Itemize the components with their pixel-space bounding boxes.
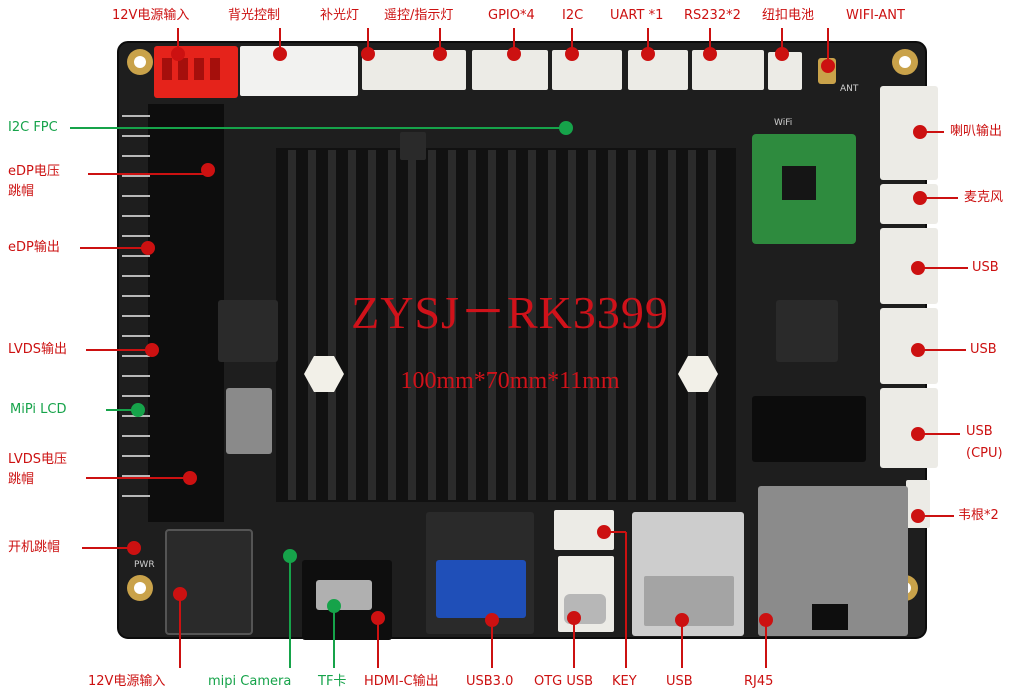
chips <box>218 132 866 462</box>
label-top-rs232: RS232*2 <box>684 8 741 23</box>
label-top-gpio: GPIO*4 <box>488 8 535 23</box>
label-left-lvds-jumper: 跳帽 <box>8 472 35 487</box>
board-title: ZYSJ－RK3399 <box>351 287 669 338</box>
label-right-usb-2: USB <box>970 342 997 357</box>
label-bottom-mipi-camera: mipi Camera <box>208 674 292 689</box>
label-bottom-key: KEY <box>612 674 637 689</box>
label-top-wifi-ant: WIFI-ANT <box>846 8 905 23</box>
label-left-i2c-fpc: I2C FPC <box>8 120 58 135</box>
silk-ant: ANT <box>840 84 859 94</box>
label-left-edp-voltage: eDP电压 <box>8 164 60 179</box>
label-left-mipi-lcd: MiPi LCD <box>10 402 67 417</box>
label-right-microphone: 麦克风 <box>964 190 1004 205</box>
label-bottom-usb3: USB3.0 <box>466 674 514 689</box>
label-bottom-otg-usb: OTG USB <box>534 674 594 689</box>
leader-lines-red <box>80 28 968 668</box>
heatsink <box>276 148 736 502</box>
label-left-power-on-jumper: 开机跳帽 <box>8 540 61 555</box>
label-bottom-hdmi-c: HDMI-C输出 <box>364 674 439 689</box>
silk-pwr: PWR <box>134 560 155 570</box>
label-right-wiegand: 韦根*2 <box>958 508 999 523</box>
label-bottom-12v-power: 12V电源输入 <box>88 674 166 689</box>
label-top-uart: UART *1 <box>610 8 664 23</box>
label-top-fill-light: 补光灯 <box>320 8 360 23</box>
label-top-12v-power: 12V电源输入 <box>112 8 190 23</box>
label-left-lvds-output: LVDS输出 <box>8 342 67 357</box>
wifi-module <box>752 134 856 244</box>
label-top-remote-indicator: 遥控/指示灯 <box>384 8 454 23</box>
label-right-usb-1: USB <box>972 260 999 275</box>
label-bottom-usb: USB <box>666 674 693 689</box>
label-bottom-rj45: RJ45 <box>744 674 774 689</box>
label-left-lvds-voltage: LVDS电压 <box>8 452 67 467</box>
label-right-usb-cpu: (CPU) <box>966 446 1003 461</box>
label-top-coin-battery: 纽扣电池 <box>762 8 815 23</box>
label-right-speaker-out: 喇叭输出 <box>950 124 1003 139</box>
leader-lines-green <box>70 121 573 668</box>
label-right-usb-3: USB <box>966 424 993 439</box>
label-top-backlight: 背光控制 <box>228 8 281 23</box>
right-connectors <box>880 86 938 528</box>
label-top-i2c: I2C <box>562 8 584 23</box>
bottom-connectors <box>165 486 908 640</box>
label-bottom-tf-card: TF卡 <box>318 674 347 689</box>
board-dimensions: 100mm*70mm*11mm <box>400 368 620 394</box>
label-left-edp-output: eDP输出 <box>8 240 60 255</box>
silk-wifi: WiFi <box>774 118 793 128</box>
label-left-edp-jumper: 跳帽 <box>8 184 35 199</box>
